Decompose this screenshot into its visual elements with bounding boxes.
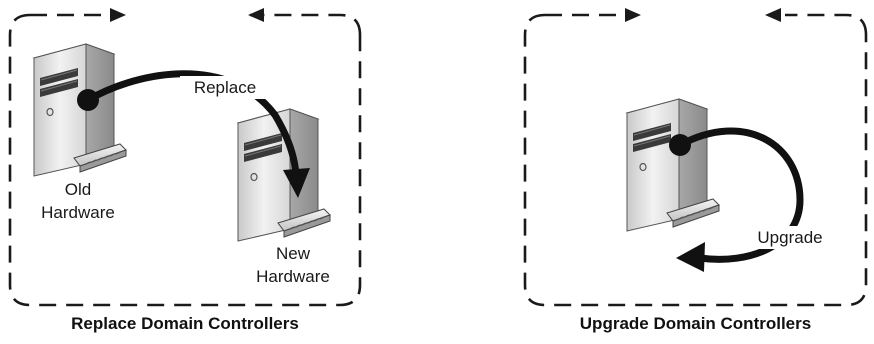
old-hardware-line1: Old (64, 180, 92, 199)
arrow-head-icon (283, 168, 310, 198)
upgrade-panel-corner-arrows (625, 8, 781, 22)
arrow-head-icon (676, 242, 705, 272)
arrow-origin-dot (669, 134, 691, 156)
right-arrow-icon (625, 8, 641, 22)
left-arrow-icon (248, 8, 264, 22)
new-hardware-label: New Hardware (243, 242, 343, 288)
replace-panel-corner-arrows (110, 8, 264, 22)
replace-arrow-label: Replace (180, 76, 270, 99)
server-icon (33, 43, 127, 177)
arrow-origin-dot (77, 89, 99, 111)
old-hardware-line2: Hardware (41, 203, 115, 222)
new-hardware-line1: New (275, 244, 310, 263)
upgrade-arrow (669, 127, 804, 272)
right-arrow-icon (110, 8, 126, 22)
replace-panel-frame (8, 13, 362, 307)
left-arrow-icon (765, 8, 781, 22)
server-icon (626, 98, 720, 232)
upgrade-panel-caption: Upgrade Domain Controllers (579, 314, 812, 333)
old-hardware-label: Old Hardware (28, 178, 128, 224)
new-hardware-line2: Hardware (256, 267, 330, 286)
upgrade-arrow-label: Upgrade (745, 226, 835, 249)
upgrade-panel-frame (523, 13, 868, 307)
replace-panel-caption: Replace Domain Controllers (71, 314, 299, 333)
